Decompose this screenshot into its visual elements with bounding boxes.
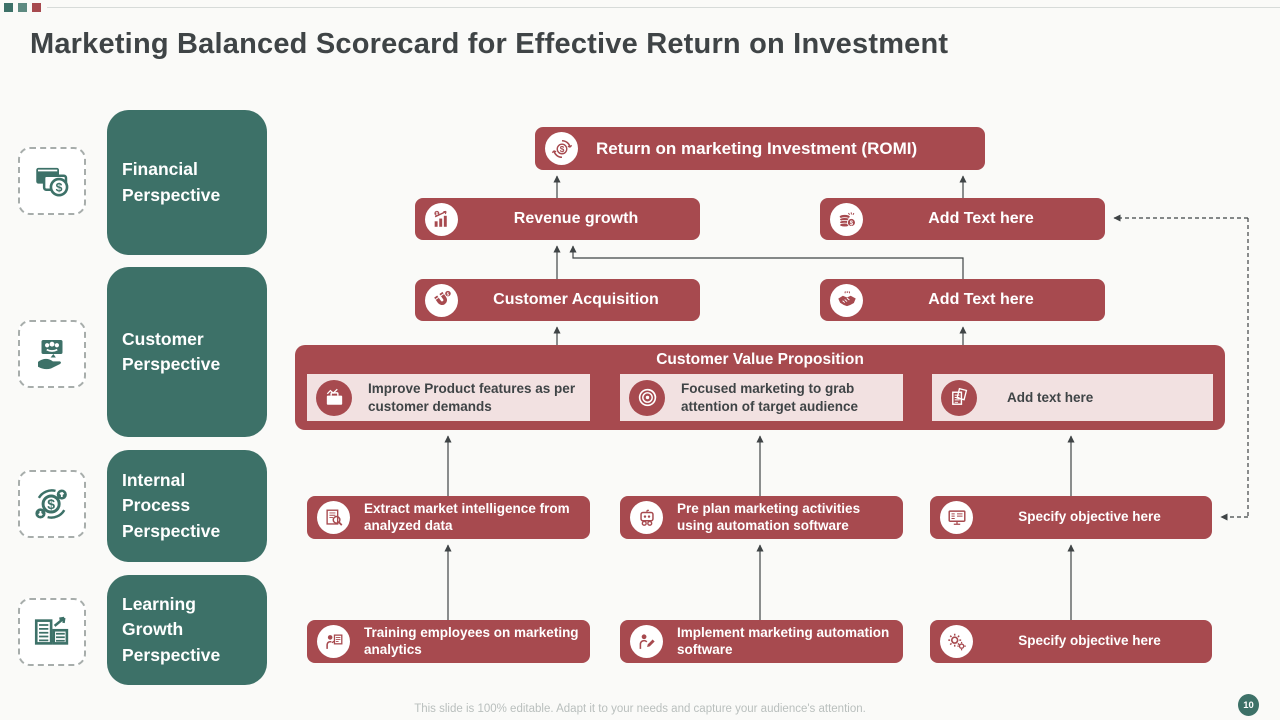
learning-box-training: Training employees on marketing analytic… xyxy=(307,620,590,663)
implementation-pencil-icon xyxy=(630,625,663,658)
dollar-cycle-icon: $ xyxy=(545,132,578,165)
footer-note: This slide is 100% editable. Adapt it to… xyxy=(414,703,866,715)
customer-value-proposition-band: Customer Value Proposition Improve Produ… xyxy=(295,345,1225,430)
product-features-icon xyxy=(316,379,352,416)
perspective-internal-label: Internal Process Perspective xyxy=(122,469,221,541)
revenue-growth-box: $ Revenue growth xyxy=(415,198,700,240)
internal-box-2-label: Pre plan marketing activities using auto… xyxy=(677,500,861,533)
cvp-item-1-label: Improve Product features as per customer… xyxy=(368,380,576,414)
internal-box-extract-intelligence: Extract market intelligence from analyze… xyxy=(307,496,590,539)
perspective-customer-label: Customer Perspective xyxy=(122,328,221,374)
customer-acquisition-label: Customer Acquisition xyxy=(493,291,659,308)
perspective-learning-label: Learning Growth Perspective xyxy=(122,593,221,665)
magnet-icon: $ xyxy=(425,283,458,317)
add-text-customer-box: Add Text here xyxy=(820,279,1105,321)
revenue-chart-icon: $ xyxy=(425,202,458,236)
cvp-item-focused-marketing: Focused marketing to grab attention of t… xyxy=(620,374,903,421)
coins-icon: $ xyxy=(830,202,863,236)
gears-icon xyxy=(940,625,973,658)
romi-box: $ Return on marketing Investment (ROMI) xyxy=(535,127,985,170)
deco-square-maroon xyxy=(32,3,41,12)
target-icon xyxy=(629,379,665,416)
page-title: Marketing Balanced Scorecard for Effecti… xyxy=(30,28,949,60)
customer-acquisition-box: $ Customer Acquisition xyxy=(415,279,700,321)
romi-label: Return on marketing Investment (ROMI) xyxy=(596,138,918,158)
monitor-checklist-icon xyxy=(940,501,973,534)
deco-square-teal-light xyxy=(18,3,27,12)
perspective-internal-process: Internal Process Perspective xyxy=(107,450,267,562)
internal-box-specify-objective: Specify objective here xyxy=(930,496,1212,539)
cvp-title: Customer Value Proposition xyxy=(656,351,864,368)
automation-robot-icon xyxy=(630,501,663,534)
learning-box-specify-objective: Specify objective here xyxy=(930,620,1212,663)
internal-box-3-label: Specify objective here xyxy=(1018,509,1161,525)
add-text-financial-box: $ Add Text here xyxy=(820,198,1105,240)
svg-text:$: $ xyxy=(849,221,853,227)
page-number-badge: 10 xyxy=(1238,694,1259,716)
perspective-financial: Financial Perspective xyxy=(107,110,267,255)
documents-icon xyxy=(941,379,977,416)
learning-box-implement: Implement marketing automation software xyxy=(620,620,903,663)
learning-docs-icon xyxy=(18,598,86,666)
data-analysis-icon xyxy=(317,501,350,534)
cvp-item-product-features: Improve Product features as per customer… xyxy=(307,374,590,421)
revenue-growth-label: Revenue growth xyxy=(513,210,639,227)
svg-text:$: $ xyxy=(47,496,55,512)
svg-text:$: $ xyxy=(435,211,438,216)
cvp-item-2-label: Focused marketing to grab attention of t… xyxy=(681,380,859,414)
svg-text:$: $ xyxy=(559,144,564,153)
internal-box-1-label: Extract market intelligence from analyze… xyxy=(364,500,570,533)
learning-box-3-label: Specify objective here xyxy=(1018,633,1161,649)
learning-box-2-label: Implement marketing automation software xyxy=(677,624,890,657)
perspective-financial-label: Financial Perspective xyxy=(122,159,221,205)
svg-text:$: $ xyxy=(56,181,63,195)
learning-box-1-label: Training employees on marketing analytic… xyxy=(364,624,579,657)
cvp-item-add-text: Add text here xyxy=(932,374,1213,421)
perspective-learning-growth: Learning Growth Perspective xyxy=(107,575,267,685)
top-divider xyxy=(47,7,1280,8)
internal-box-pre-plan: Pre plan marketing activities using auto… xyxy=(620,496,903,539)
process-dollar-icon: $ xyxy=(18,470,86,538)
financial-money-icon: $ xyxy=(18,147,86,215)
deco-square-teal xyxy=(4,3,13,12)
customer-hand-icon xyxy=(18,320,86,388)
handshake-icon xyxy=(830,283,863,317)
svg-text:$: $ xyxy=(446,291,449,296)
perspective-customer: Customer Perspective xyxy=(107,267,267,437)
add-text-financial-label: Add Text here xyxy=(928,210,1034,227)
cvp-item-3-label: Add text here xyxy=(1007,389,1094,405)
add-text-customer-label: Add Text here xyxy=(928,291,1034,308)
training-presenter-icon xyxy=(317,625,350,658)
